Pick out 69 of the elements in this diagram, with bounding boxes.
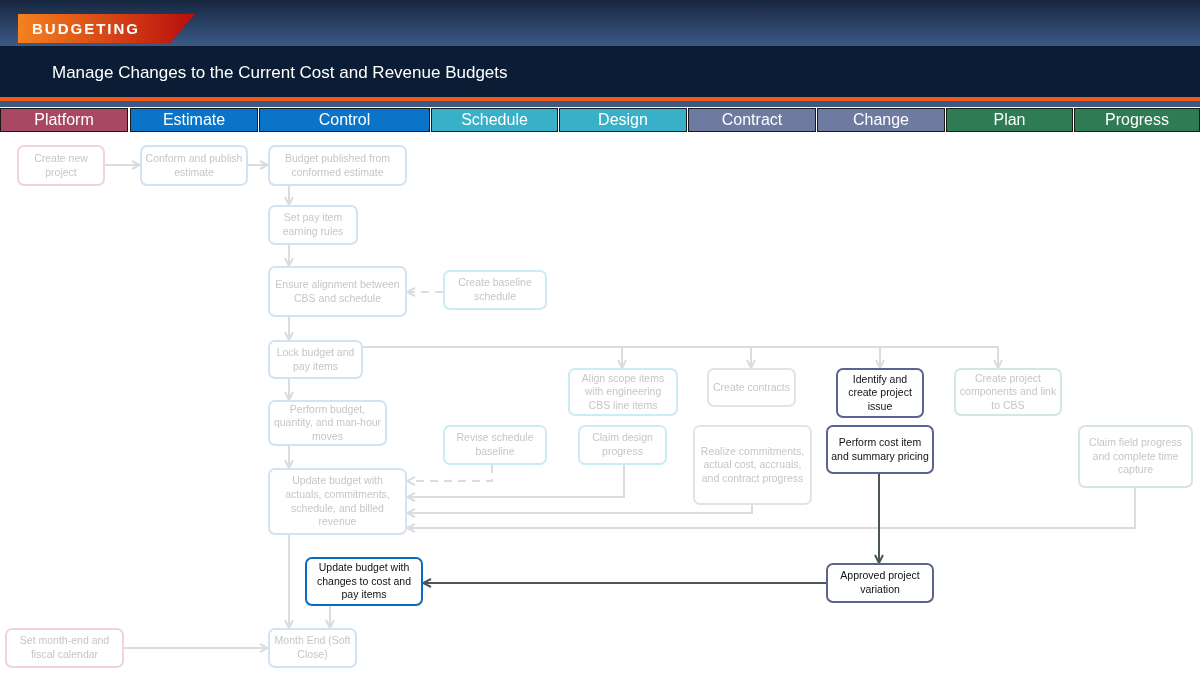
arrow bbox=[406, 504, 753, 518]
arrow bbox=[874, 473, 884, 564]
process-box bbox=[707, 368, 796, 407]
process-box bbox=[268, 340, 363, 379]
process-box bbox=[693, 425, 812, 505]
column-label: Control bbox=[318, 111, 371, 129]
process-label: Identify and create project issue bbox=[847, 372, 913, 414]
process-box bbox=[5, 628, 124, 668]
process-label: Ensure alignment between CBS and schedule bbox=[274, 277, 401, 306]
arrow bbox=[284, 185, 294, 206]
column-label: Progress bbox=[1105, 111, 1169, 129]
arrow bbox=[284, 244, 294, 267]
arrow bbox=[406, 287, 444, 297]
process-label: Create baseline schedule bbox=[457, 276, 533, 304]
arrow bbox=[123, 643, 269, 653]
page-title: Manage Changes to the Current Cost and Revenue Budgets bbox=[52, 63, 508, 83]
process-box bbox=[17, 145, 105, 186]
process-box bbox=[305, 557, 423, 606]
process-box bbox=[568, 368, 678, 416]
column-header bbox=[817, 108, 945, 132]
process-box bbox=[268, 205, 358, 245]
process-box bbox=[268, 266, 407, 317]
process-box bbox=[826, 425, 934, 474]
arrow bbox=[406, 487, 1136, 533]
arrow bbox=[406, 464, 493, 486]
process-label: Update budget with changes to cost and pay items bbox=[316, 561, 412, 602]
process-box bbox=[140, 145, 248, 186]
arrow bbox=[422, 578, 827, 588]
column-header bbox=[431, 108, 558, 132]
process-label: Create new project bbox=[33, 151, 89, 180]
arrow bbox=[325, 605, 335, 629]
process-box bbox=[443, 425, 547, 465]
process-label: Claim design progress bbox=[591, 431, 654, 459]
process-label: Create contracts bbox=[712, 380, 790, 395]
arrow bbox=[284, 378, 294, 401]
column-label: Schedule bbox=[461, 111, 528, 129]
arrow bbox=[284, 445, 294, 469]
process-box bbox=[443, 270, 547, 310]
process-label: Revise schedule baseline bbox=[455, 431, 535, 459]
column-header bbox=[559, 108, 687, 132]
process-box bbox=[268, 145, 407, 186]
category-badge bbox=[18, 14, 195, 43]
arrow bbox=[247, 160, 269, 170]
column-header bbox=[946, 108, 1073, 132]
column-header bbox=[0, 108, 128, 132]
process-label: Update budget with actuals, commitments, schedule, and billed revenue bbox=[284, 474, 391, 529]
column-header bbox=[688, 108, 816, 132]
column-label: Change bbox=[852, 111, 909, 129]
process-box bbox=[1078, 425, 1193, 488]
process-box bbox=[836, 368, 924, 418]
arrow bbox=[104, 160, 141, 170]
arrow bbox=[406, 464, 625, 502]
column-label: Estimate bbox=[162, 111, 226, 129]
process-label: Perform cost item and summary pricing bbox=[831, 435, 929, 464]
column-label: Platform bbox=[34, 111, 94, 129]
column-header bbox=[259, 108, 430, 132]
arrow bbox=[284, 316, 294, 341]
column-label: Plan bbox=[993, 111, 1026, 129]
column-label: Design bbox=[598, 111, 648, 129]
column-header bbox=[130, 108, 258, 132]
process-label: Approved project variation bbox=[839, 569, 921, 597]
process-box bbox=[826, 563, 934, 603]
badge-label: BUDGETING bbox=[32, 20, 140, 37]
process-box bbox=[268, 468, 407, 535]
column-label: Contract bbox=[721, 111, 783, 129]
arrow bbox=[284, 534, 294, 629]
process-box bbox=[578, 425, 667, 465]
process-box bbox=[268, 628, 357, 668]
column-header bbox=[1074, 108, 1200, 132]
